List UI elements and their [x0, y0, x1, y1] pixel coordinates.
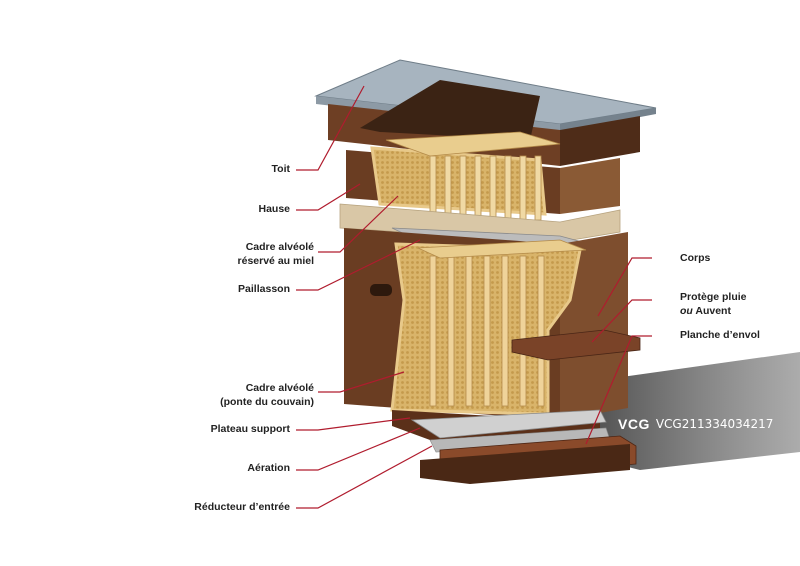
leader-lines	[296, 85, 652, 509]
label-hausse-text: Hause	[258, 203, 290, 215]
corps-frames	[429, 255, 545, 407]
label-hausse: Hause	[220, 202, 290, 216]
label-paillasson: Paillasson	[190, 282, 290, 296]
hausse-side	[560, 158, 620, 214]
label-cadre-miel-line2: réservé au miel	[237, 255, 314, 267]
label-corps-text: Corps	[680, 252, 711, 264]
label-aeration-text: Aération	[247, 462, 290, 474]
label-protege-line2: ou Auvent	[680, 304, 747, 318]
label-toit-text: Toit	[271, 163, 290, 175]
watermark-code: VCG21133403421​7	[655, 417, 774, 431]
roof-box-side	[560, 116, 640, 166]
label-plateau-text: Plateau support	[210, 423, 290, 435]
hausse-cut	[370, 146, 547, 216]
corps-frame-top	[417, 239, 587, 259]
label-toit: Toit	[220, 162, 290, 176]
label-protege: Protège pluie ou Auvent	[680, 290, 747, 318]
label-plateau: Plateau support	[180, 422, 290, 436]
label-cadre-couvain-line1: Cadre alvéolé	[245, 382, 314, 394]
base-foot	[420, 444, 630, 484]
corps-side	[560, 232, 628, 420]
label-reducteur: Réducteur d’entrée	[170, 500, 290, 514]
hausse-frames	[385, 131, 561, 221]
label-cadre-couvain-line2: (ponte du couvain)	[220, 396, 314, 408]
label-cadre-miel-line1: Cadre alvéolé	[245, 241, 314, 253]
aeration-grid	[410, 409, 607, 439]
label-paillasson-text: Paillasson	[238, 283, 290, 295]
label-reducteur-text: Réducteur d’entrée	[194, 501, 290, 513]
label-planche-text: Planche d’envol	[680, 329, 760, 341]
label-protege-auvent: Auvent	[692, 305, 731, 317]
ground-shadow	[600, 352, 800, 470]
watermark: VCG VCG21133403421​7	[618, 404, 800, 444]
label-protege-line1: Protège pluie	[680, 291, 747, 303]
watermark-logo: VCG	[618, 416, 650, 432]
label-aeration: Aération	[200, 461, 290, 475]
separator-board	[339, 203, 621, 243]
roof-inner	[360, 80, 540, 140]
handle-slot	[370, 284, 392, 296]
label-protege-or: ou	[680, 305, 693, 317]
label-corps: Corps	[680, 251, 710, 265]
label-cadre-miel: Cadre alvéolé réservé au miel	[194, 240, 314, 268]
label-planche: Planche d’envol	[680, 328, 760, 342]
label-cadre-couvain: Cadre alvéolé (ponte du couvain)	[184, 381, 314, 409]
